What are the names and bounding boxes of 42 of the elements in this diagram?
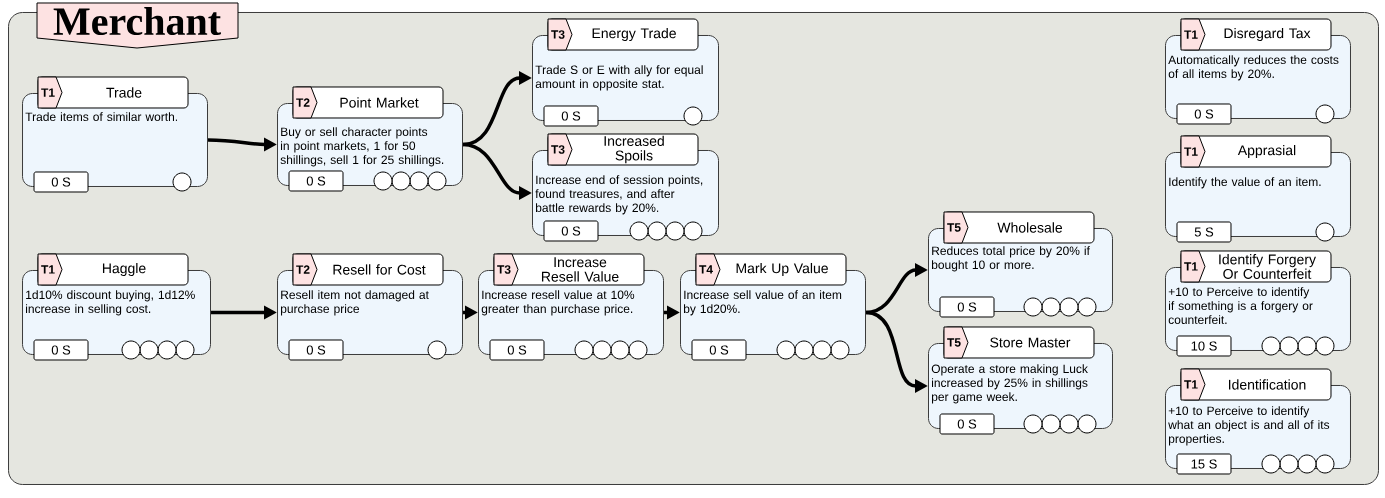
tier-tag: T3 (547, 18, 573, 51)
cost-box: 15 S (1176, 453, 1232, 475)
description-text: Increase end of session points, found treasures, and after battle rewards by 20%. (535, 175, 703, 215)
description-text: Increase sell value of an item by 1d20%. (684, 290, 842, 316)
tier-tag: T1 (1180, 250, 1206, 283)
tier-tag: T1 (37, 76, 63, 109)
description-text: +10 to Perceive to identify if something is a forgery or counterfeit. (1168, 287, 1313, 324)
description-text: Trade S or E with ally for equal amount in opposite stat. (535, 65, 703, 91)
tier-tag: T5 (943, 211, 969, 244)
cost-box: 0 S (691, 339, 747, 361)
description-text: 1d10% discount buying, 1d12% increase in selling cost. (26, 290, 195, 316)
tier-tag: T1 (37, 253, 63, 286)
cost-box: 0 S (1176, 103, 1232, 125)
cost-box: 0 S (939, 413, 995, 435)
description-text: Reduces total price by 20% if bought 10 or more. (931, 246, 1090, 272)
tier-tag: T2 (292, 86, 318, 119)
cost-box: 0 S (288, 339, 344, 361)
tier-tag: T1 (1180, 18, 1206, 51)
description-text: Buy or sell character points in point markets, 1 for 50 shillings, sell 1 for 25 shillings. (280, 127, 444, 167)
cost-box: 0 S (543, 220, 599, 242)
tier-tag: T3 (547, 133, 573, 166)
cost-box: 0 S (33, 171, 89, 193)
description-text: Resell item not damaged at purchase price (281, 290, 429, 316)
description-text: Operate a store making Luck increased by 25% in shillings per game week. (931, 364, 1088, 404)
description-text: Increase resell value at 10% greater than purchase price. (481, 290, 635, 316)
cost-box: 5 S (1176, 221, 1232, 243)
tier-tag: T2 (292, 253, 318, 286)
tier-tag: T1 (1180, 368, 1206, 401)
cost-box: 0 S (543, 105, 599, 127)
tier-tag: T1 (1180, 135, 1206, 168)
tier-tag: T4 (695, 253, 721, 286)
cost-box: 0 S (288, 170, 344, 192)
tier-tag: T5 (943, 326, 969, 359)
tier-tag: T3 (493, 253, 519, 286)
description-text: Automatically reduces the costs of all items by 20%. (1168, 55, 1339, 81)
cost-box: 0 S (489, 339, 545, 361)
description-text: +10 to Perceive to identify what an object is and all of its properties. (1168, 406, 1330, 446)
cost-box: 10 S (1176, 335, 1232, 357)
description-text: Identify the value of an item. (1169, 177, 1321, 189)
cost-box: 0 S (33, 339, 89, 361)
description-text: Trade items of similar worth. (25, 112, 178, 121)
cost-box: 0 S (939, 296, 995, 318)
